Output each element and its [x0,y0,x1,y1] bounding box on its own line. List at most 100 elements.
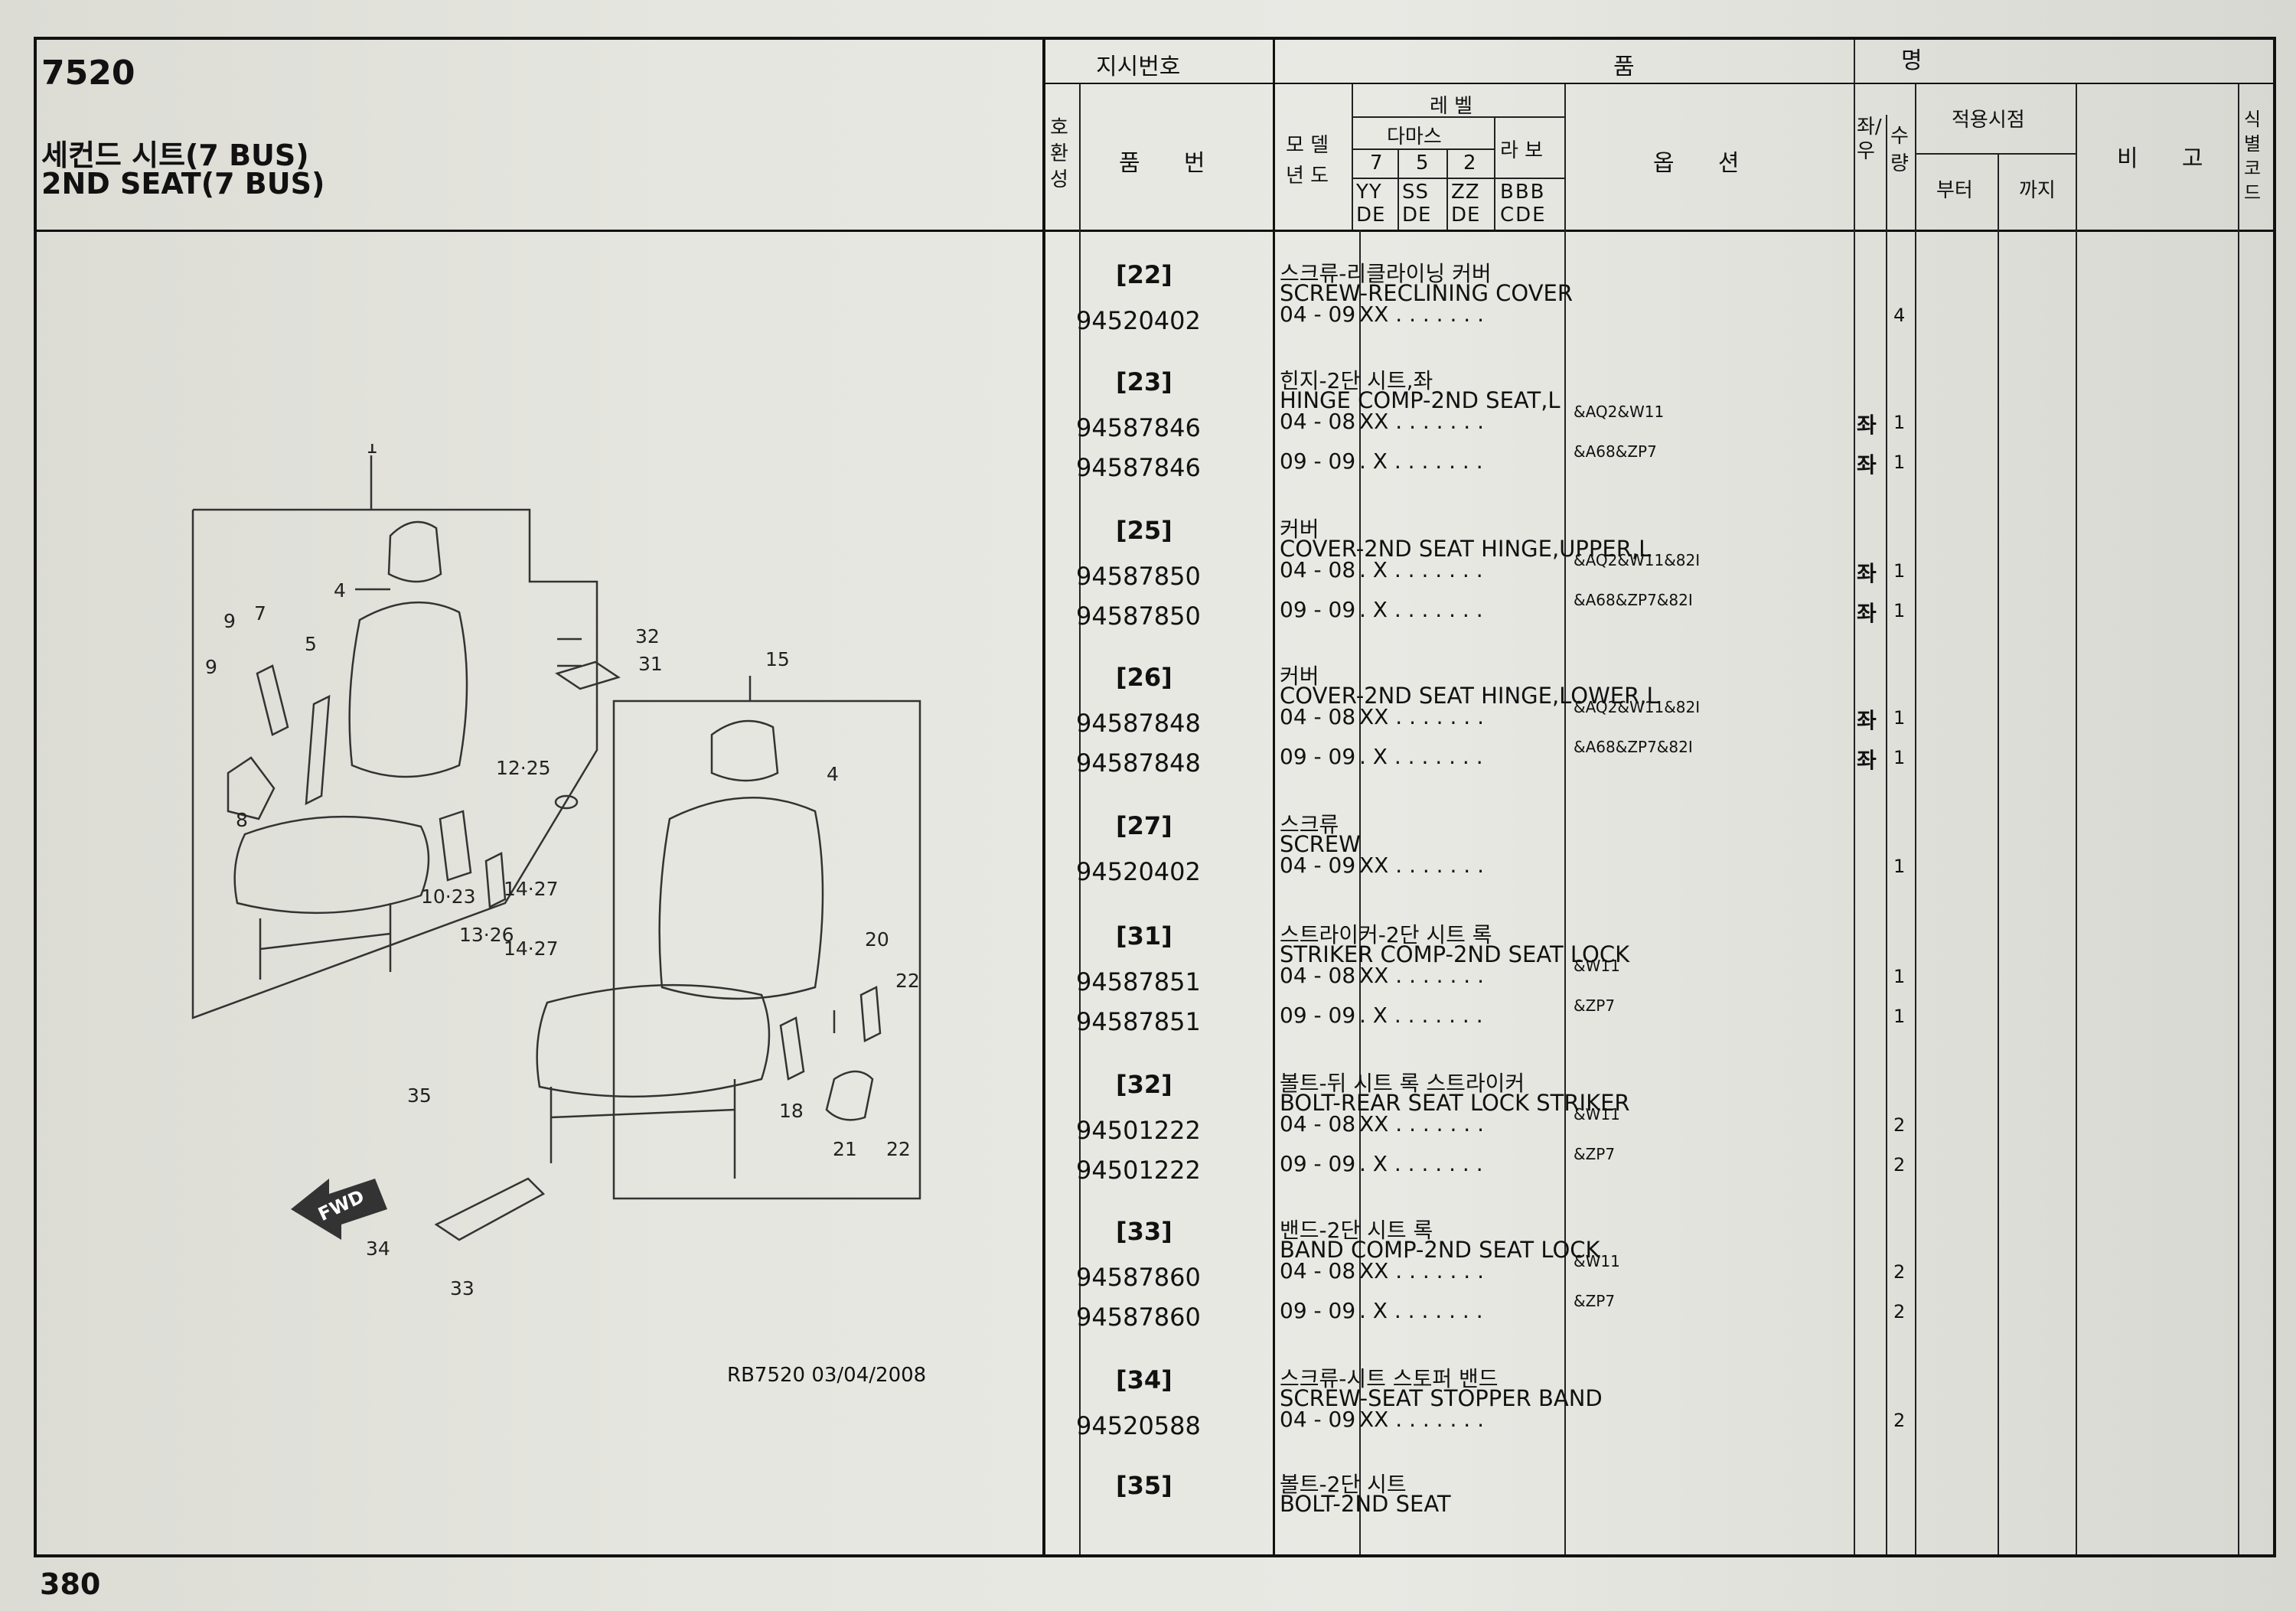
section-title-ko: 세컨드 시트(7 BUS) [41,139,309,172]
option-code: &A68&ZP7&82I [1574,738,1693,756]
part-number: 94587846 [1076,413,1201,442]
part-number: 94587860 [1076,1303,1201,1332]
hdr-damas: 다마스 [1387,126,1442,148]
divider-qty [1915,84,1916,1554]
hdr-instruction: 지시번호 [1096,54,1181,80]
divider-option [1854,40,1855,1554]
divider-remark [2238,84,2239,1554]
hdr-lr: 좌/우 [1857,116,1882,163]
level-flags: . X . . . . . . . [1359,1151,1483,1176]
callout-label: 15 [765,648,790,670]
callout-label: 34 [366,1238,390,1260]
part-name-ko: 힌지-2단 시트,좌 [1280,368,1433,393]
callout-label: 14·27 [504,878,559,900]
divider-partno [1273,40,1275,1554]
part-name-ko: 밴드-2단 시트 록 [1280,1218,1433,1243]
divider-to [2076,84,2077,1554]
part-name-ko: 스크류 [1280,812,1339,837]
model-years: 09 - 09 [1280,1151,1356,1176]
option-code: &W11 [1574,1252,1620,1270]
quantity: 1 [1893,560,1906,582]
callout-label: 9 [223,610,236,632]
side-lr: 좌 [1857,708,1877,733]
part-number: 94520402 [1076,306,1201,335]
hdr-interchange: 호환성 [1050,116,1068,191]
part-name-en: BOLT-2ND SEAT [1280,1491,1451,1517]
hdr-labo: 라 보 [1500,139,1544,162]
quantity: 2 [1893,1301,1906,1322]
part-ref-number: [34] [1116,1365,1172,1394]
hdr-id-code: 식별코드 [2244,109,2262,204]
level-flags: XX . . . . . . . [1359,963,1484,988]
part-name-en: SCREW-SEAT STOPPER BAND [1280,1385,1603,1411]
quantity: 2 [1893,1154,1906,1176]
page-number: 380 [40,1567,101,1601]
callout-label: 21 [833,1138,857,1160]
part-ref-number: [23] [1116,367,1172,396]
model-years: 04 - 08 [1280,704,1356,729]
option-code: &W11 [1574,1105,1620,1123]
option-code: &AQ2&W11 [1574,403,1665,421]
part-name-ko: 볼트-2단 시트 [1280,1472,1407,1497]
header-row1-line [1045,83,2273,84]
part-ref-number: [33] [1116,1217,1172,1246]
part-name-ko: 스크류-리클라이닝 커버 [1280,261,1492,286]
quantity: 4 [1893,305,1906,326]
part-number: 94520402 [1076,857,1201,886]
part-name-en: STRIKER COMP-2ND SEAT LOCK [1280,941,1630,967]
damas-line [1353,148,1494,150]
side-lr: 좌 [1857,601,1877,626]
callout-label: 22 [895,970,920,992]
level-flags: . X . . . . . . . [1359,448,1483,474]
level-flags: XX . . . . . . . [1359,1258,1484,1283]
part-ref-number: [32] [1116,1070,1172,1099]
level-flags: XX . . . . . . . [1359,409,1484,434]
level-flags: XX . . . . . . . [1359,302,1484,327]
callout-label: 32 [635,625,660,647]
fwd-arrow-icon: FWD [291,1179,387,1240]
quantity: 1 [1893,856,1906,877]
callout-label: 31 [638,653,663,675]
model-years: 04 - 09 [1280,302,1356,327]
option-code: &ZP7 [1574,996,1616,1015]
quantity: 2 [1893,1410,1906,1431]
level-line [1353,116,1564,118]
level-flags: XX . . . . . . . [1359,1111,1484,1137]
part-name-en: COVER-2ND SEAT HINGE,UPPER,L [1280,536,1652,562]
model-years: 09 - 09 [1280,1298,1356,1323]
hdr-sub-2: 2 [1463,152,1476,174]
callout-label: 4 [334,579,346,602]
part-ref-number: [25] [1116,516,1172,545]
sub-div3 [1494,116,1495,230]
model-years: 04 - 09 [1280,853,1356,878]
part-name-en: SCREW-RECLINING COVER [1280,280,1574,306]
section-title-en: 2ND SEAT(7 BUS) [41,167,325,201]
side-lr: 좌 [1857,452,1877,478]
callout-label: 8 [236,809,248,831]
part-number: 94520588 [1076,1411,1201,1440]
callout-label: 10·23 [421,885,476,908]
sub-line [1353,178,1564,179]
part-name-ko: 스트라이커-2단 시트 록 [1280,922,1492,947]
quantity: 2 [1893,1114,1906,1136]
part-ref-number: [27] [1116,811,1172,840]
option-code: &W11 [1574,957,1620,975]
part-name-en: HINGE COMP-2ND SEAT,L [1280,387,1561,413]
hdr-to: 까지 [2019,179,2056,202]
part-name-en: COVER-2ND SEAT HINGE,LOWER,L [1280,683,1659,709]
level-flags: XX . . . . . . . [1359,704,1484,729]
quantity: 1 [1893,966,1906,987]
callout-label: 7 [254,602,266,625]
model-years: 09 - 09 [1280,744,1356,769]
part-ref-number: [26] [1116,663,1172,692]
level-flags: . X . . . . . . . [1359,744,1483,769]
option-code: &AQ2&W11&82I [1574,698,1701,716]
part-number: 94501222 [1076,1156,1201,1185]
part-ref-number: [35] [1116,1471,1172,1500]
sub-div2 [1446,148,1448,230]
hdr-level: 레 벨 [1430,95,1473,118]
part-number: 94501222 [1076,1116,1201,1145]
callout-label: 5 [305,633,317,655]
option-code: &A68&ZP7&82I [1574,591,1693,609]
level-flags: . X . . . . . . . [1359,597,1483,622]
